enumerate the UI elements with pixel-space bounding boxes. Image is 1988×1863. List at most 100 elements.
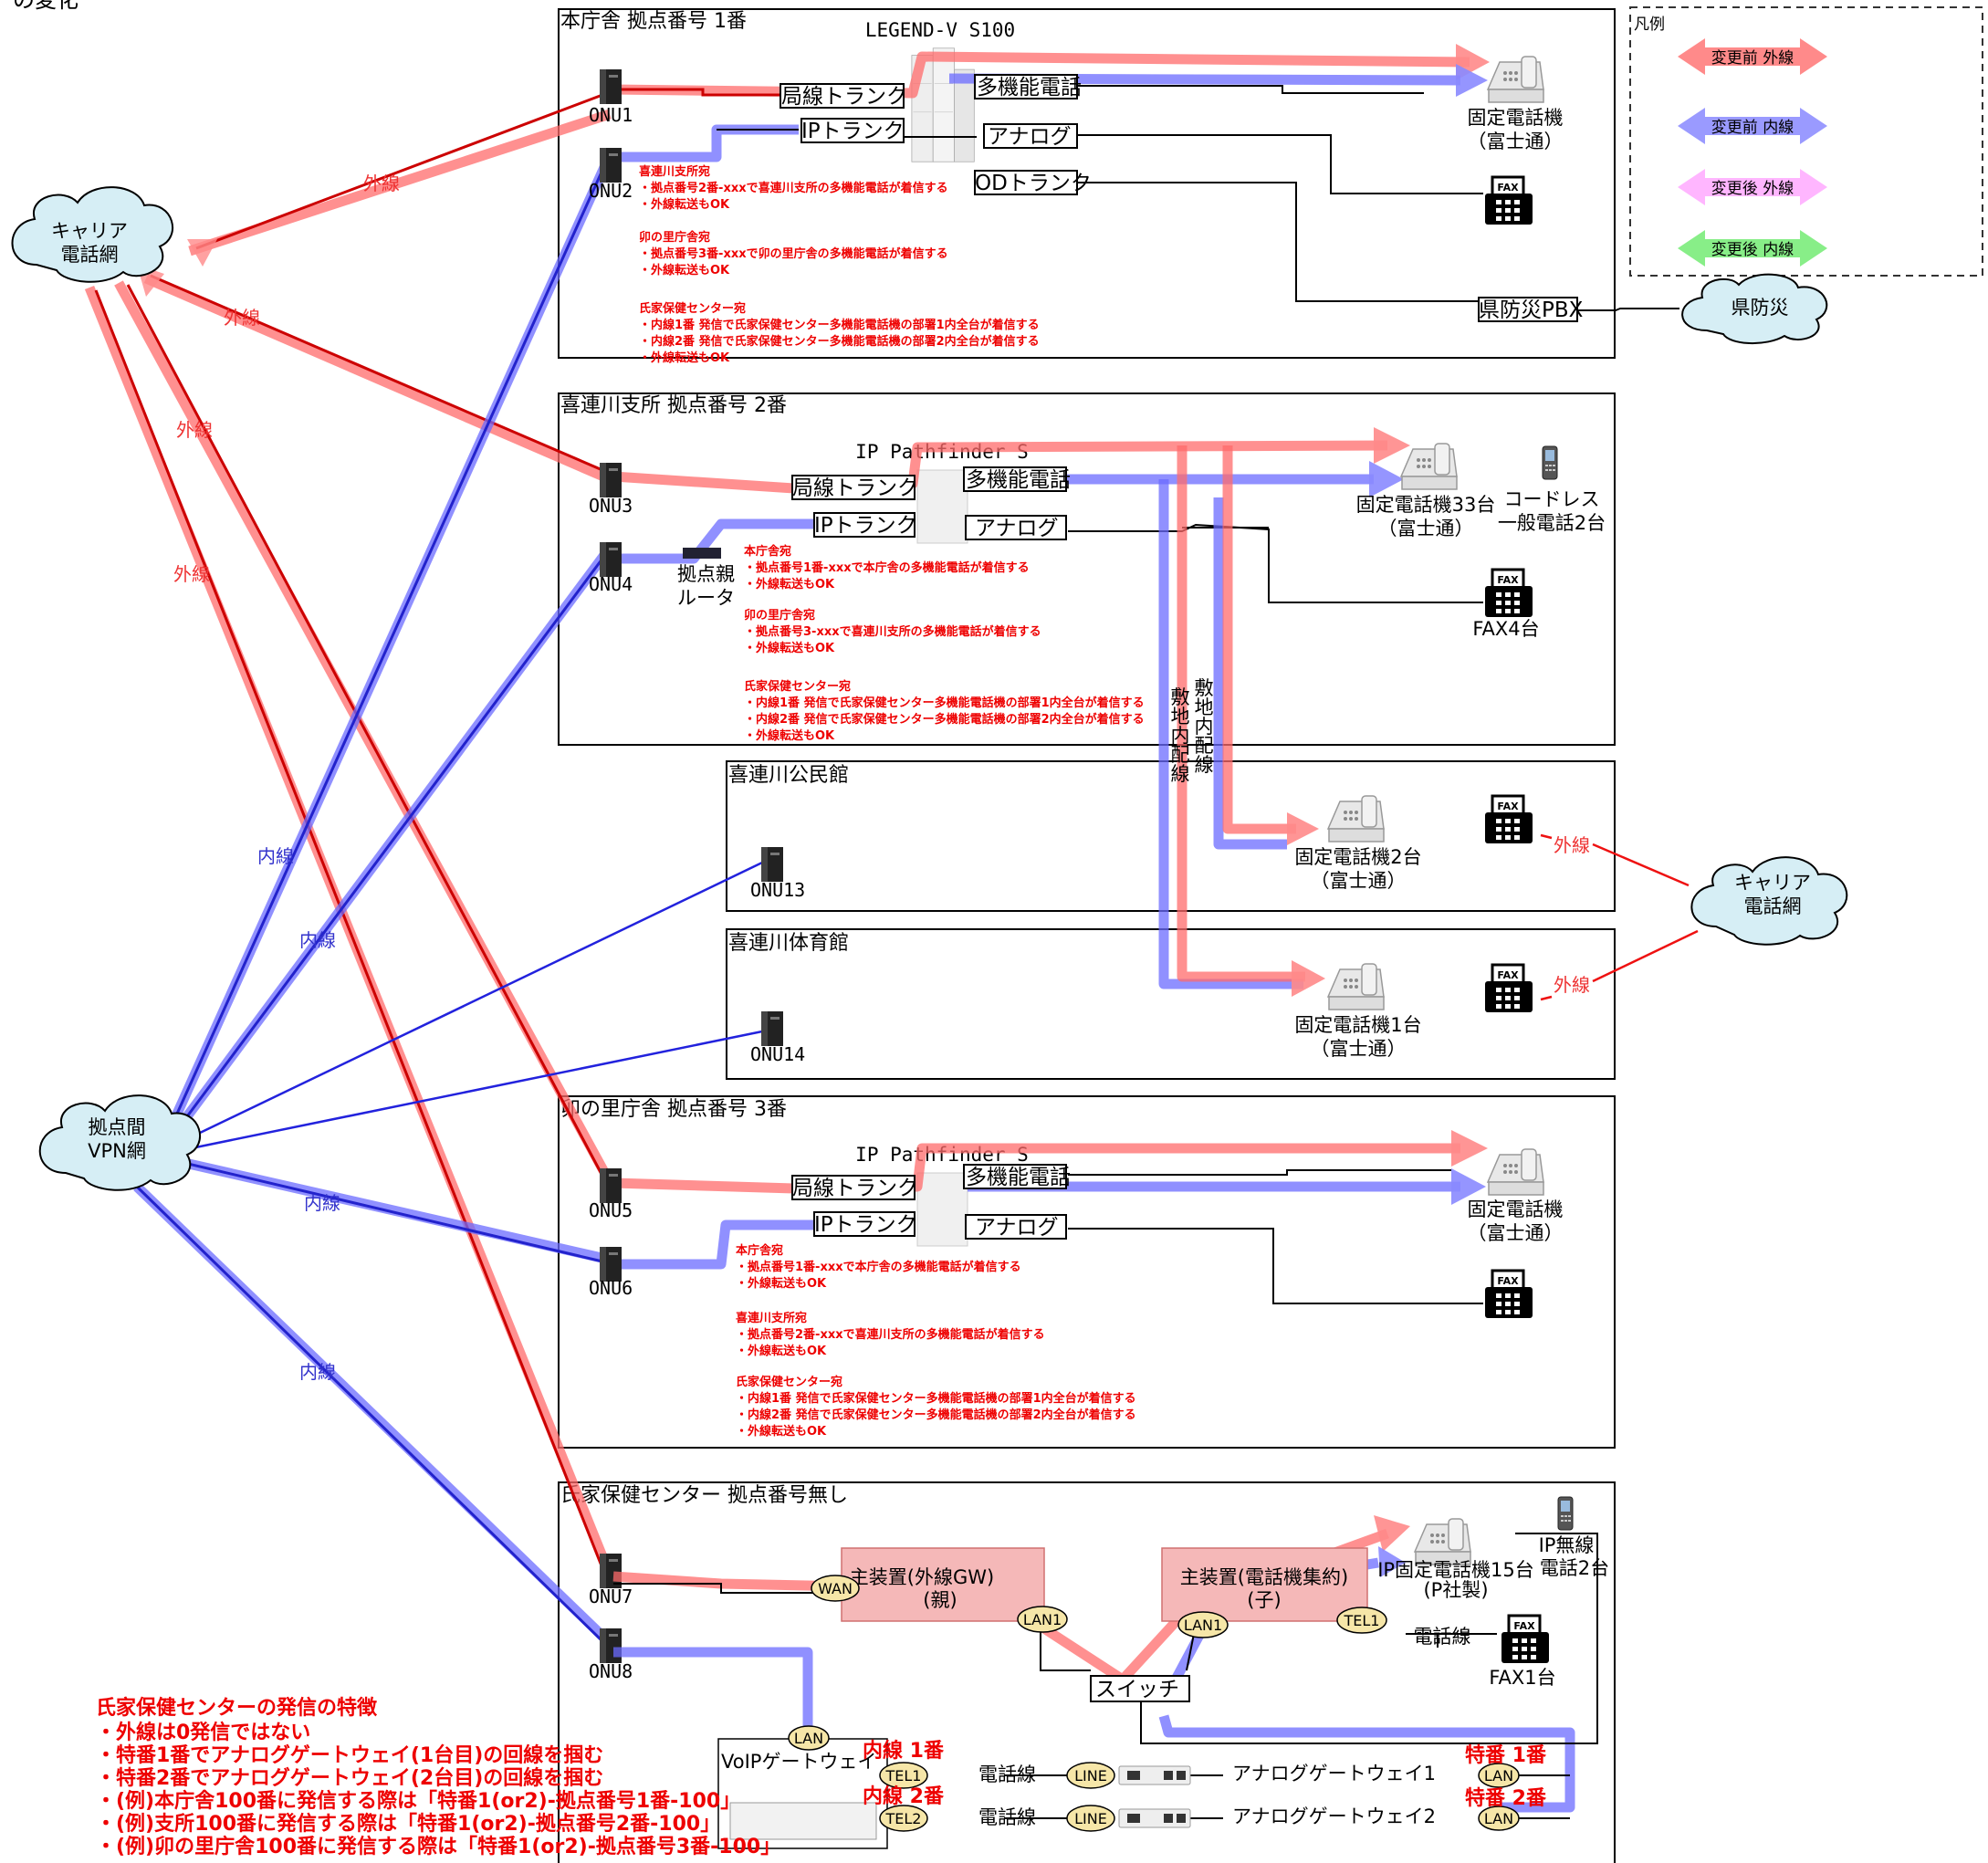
- svg-text:・外線転送もOK: ・外線転送もOK: [736, 1276, 827, 1291]
- label-gaisen-4: 外線: [173, 563, 210, 585]
- switch-box: [1090, 1675, 1190, 1702]
- onu-icon: [600, 463, 622, 497]
- onu-label-13: ONU13: [750, 879, 805, 901]
- svg-text:卯の里庁舎宛: 卯の里庁舎宛: [639, 230, 710, 245]
- svg-text:LAN: LAN: [1484, 1767, 1513, 1785]
- legend-item-before-naisen: 変更前 内線: [1678, 108, 1827, 144]
- cordless-label-2: 一般電話2台: [1498, 512, 1606, 534]
- phone-icon-kominkan: [1327, 795, 1385, 843]
- svg-text:多機能電話: 多機能電話: [966, 468, 1071, 492]
- port-wan: [811, 1575, 860, 1602]
- mobile-phone-icon: [1542, 445, 1558, 480]
- svg-text:・拠点番号1番-xxxで本庁舎の多機能電話が着信する: ・拠点番号1番-xxxで本庁舎の多機能電話が着信する: [744, 560, 1030, 575]
- svg-text:VPN網: VPN網: [88, 1140, 146, 1162]
- port-tel2-voip: [879, 1805, 928, 1832]
- svg-text:アナログ: アナログ: [975, 517, 1059, 540]
- ip-trunk-unosato: [813, 1211, 916, 1237]
- main-gw-label-1: 主装置(外線GW): [850, 1566, 994, 1588]
- onu-icon: [761, 847, 783, 882]
- pbx-pathfinder-icon-kitsuregawa: [916, 469, 968, 544]
- svg-text:変更後 内線: 変更後 内線: [1711, 241, 1794, 259]
- svg-text:電話網: 電話網: [1744, 895, 1802, 917]
- svg-text:・外線転送もOK: ・外線転送もOK: [736, 1344, 827, 1358]
- site-box-ujiie: [558, 1481, 1616, 1863]
- legend-item-before-gaisen: 変更前 外線: [1678, 38, 1827, 75]
- svg-text:拠点間: 拠点間: [89, 1116, 146, 1138]
- port-tel1-child: [1336, 1607, 1387, 1634]
- site-title-ujiie: 氏家保健センター 拠点番号無し: [560, 1484, 848, 1507]
- svg-text:LINE: LINE: [1074, 1767, 1107, 1785]
- svg-text:スイッチ: スイッチ: [1095, 1678, 1179, 1701]
- svg-text:LINE: LINE: [1074, 1810, 1107, 1827]
- analog-kitsuregawa: [965, 515, 1067, 540]
- label-gaisen-taiikukan: 外線: [1554, 974, 1590, 996]
- svg-text:喜連川支所宛: 喜連川支所宛: [736, 1311, 807, 1325]
- svg-text:TEL1: TEL1: [885, 1767, 922, 1785]
- svg-text:本庁舎宛: 本庁舎宛: [736, 1243, 783, 1258]
- label-gaisen-3: 外線: [176, 419, 213, 441]
- port-line-2: [1066, 1805, 1115, 1832]
- svg-text:LAN1: LAN1: [1023, 1611, 1062, 1628]
- onu-label-5: ONU5: [589, 1199, 633, 1221]
- ip-trunk-kitsuregawa: [813, 512, 916, 538]
- fax4-label: FAX4台: [1472, 618, 1539, 640]
- naisen1-label: 内線 1番: [863, 1739, 945, 1763]
- svg-text:・外線転送もOK: ・外線転送もOK: [744, 577, 835, 591]
- onu-icon: [600, 69, 622, 104]
- voip-device-icon: [729, 1802, 877, 1840]
- svg-text:局線トランク: 局線トランク: [792, 476, 918, 500]
- analog-gateway-icon: [1118, 1765, 1191, 1785]
- ip-phone-icon: [1414, 1518, 1471, 1565]
- ip-phone-label-1: IP固定電話機15台: [1377, 1559, 1534, 1581]
- label-gaisen-1: 外線: [363, 173, 400, 194]
- svg-text:IPトランク: IPトランク: [814, 514, 917, 538]
- label-naisen-3: 内線: [304, 1192, 340, 1214]
- denwasen-label-2: 電話線: [978, 1806, 1036, 1828]
- svg-text:・外線転送もOK: ・外線転送もOK: [744, 641, 835, 655]
- kyokusen-trunk-unosato: [791, 1175, 916, 1200]
- svg-text:卯の里庁舎宛: 卯の里庁舎宛: [744, 608, 815, 623]
- ip-phone-label-2: (P社製): [1423, 1579, 1488, 1601]
- fax1-label: FAX1台: [1489, 1667, 1555, 1689]
- port-tel1-voip: [879, 1762, 928, 1789]
- main-child-label-1: 主装置(電話機集約): [1180, 1566, 1348, 1588]
- label-naisen-2: 内線: [299, 929, 336, 951]
- svg-text:・内線2番 発信で氏家保健センター多機能電話機の部署2内全台: ・内線2番 発信で氏家保健センター多機能電話機の部署2内全台が着信する: [736, 1408, 1136, 1422]
- site-box-kominkan: [726, 760, 1616, 912]
- denwasen-label-1: 電話線: [978, 1764, 1036, 1785]
- svg-text:・内線1番 発信で氏家保健センター多機能電話機の部署1内全台: ・内線1番 発信で氏家保健センター多機能電話機の部署1内全台が着信する: [639, 318, 1040, 332]
- svg-text:・内線2番 発信で氏家保健センター多機能電話機の部署2内全台: ・内線2番 発信で氏家保健センター多機能電話機の部署2内全台が着信する: [744, 712, 1145, 727]
- svg-text:・拠点番号2番-xxxで喜連川支所の多機能電話が着信する: ・拠点番号2番-xxxで喜連川支所の多機能電話が着信する: [639, 181, 948, 195]
- svg-text:・外線転送もOK: ・外線転送もOK: [744, 728, 835, 743]
- svg-text:TEL1: TEL1: [1344, 1612, 1380, 1629]
- notes-unosato: 本庁舎宛 ・拠点番号1番-xxxで本庁舎の多機能電話が着信する ・外線転送もOK…: [736, 1243, 1136, 1439]
- notes-kitsuregawa: 本庁舎宛 ・拠点番号1番-xxxで本庁舎の多機能電話が着信する ・外線転送もOK…: [744, 544, 1145, 743]
- onu-label-1: ONU1: [589, 104, 633, 126]
- takinou-unosato: [963, 1164, 1067, 1189]
- svg-text:局線トランク: 局線トランク: [781, 85, 907, 109]
- phone-label-taiikukan-1: 固定電話機1台: [1294, 1014, 1421, 1036]
- phone-label-unosato-2: （富士通）: [1468, 1222, 1564, 1244]
- legend-title: 凡例: [1634, 16, 1665, 34]
- fax-icon-kitsuregawa: [1483, 568, 1534, 619]
- svg-text:多機能電話: 多機能電話: [977, 76, 1082, 99]
- gaisen-path-onu1: [188, 109, 612, 256]
- ip-wireless-label-1: IP無線: [1539, 1534, 1595, 1556]
- svg-text:・(例)支所100番に発信する際は「特番1(or2)-拠点番: ・(例)支所100番に発信する際は「特番1(or2)-拠点番号2番-100」: [96, 1812, 720, 1836]
- onu-icon: [600, 148, 622, 183]
- phone-label-kominkan-1: 固定電話機2台: [1294, 846, 1421, 868]
- svg-text:・内線1番 発信で氏家保健センター多機能電話機の部署1内全台: ・内線1番 発信で氏家保健センター多機能電話機の部署1内全台が着信する: [736, 1391, 1136, 1406]
- vpn-network-cloud: 拠点間 VPN網: [38, 1094, 202, 1191]
- svg-text:氏家保健センター宛: 氏家保健センター宛: [639, 301, 746, 316]
- svg-text:・内線2番 発信で氏家保健センター多機能電話機の部署2内全台: ・内線2番 発信で氏家保健センター多機能電話機の部署2内全台が着信する: [639, 334, 1040, 349]
- label-gaisen-2: 外線: [224, 307, 260, 329]
- svg-text:TEL2: TEL2: [885, 1810, 922, 1827]
- onu-icon: [600, 1168, 622, 1203]
- onu-label-2: ONU2: [589, 180, 633, 202]
- svg-text:変更前 内線: 変更前 内線: [1711, 119, 1794, 137]
- svg-text:・外線は0発信ではない: ・外線は0発信ではない: [96, 1721, 310, 1744]
- router-label-2: ルータ: [677, 587, 735, 609]
- svg-text:多機能電話: 多機能電話: [966, 1166, 1071, 1189]
- svg-text:喜連川支所宛: 喜連川支所宛: [639, 164, 710, 179]
- main-device-child: [1161, 1547, 1368, 1622]
